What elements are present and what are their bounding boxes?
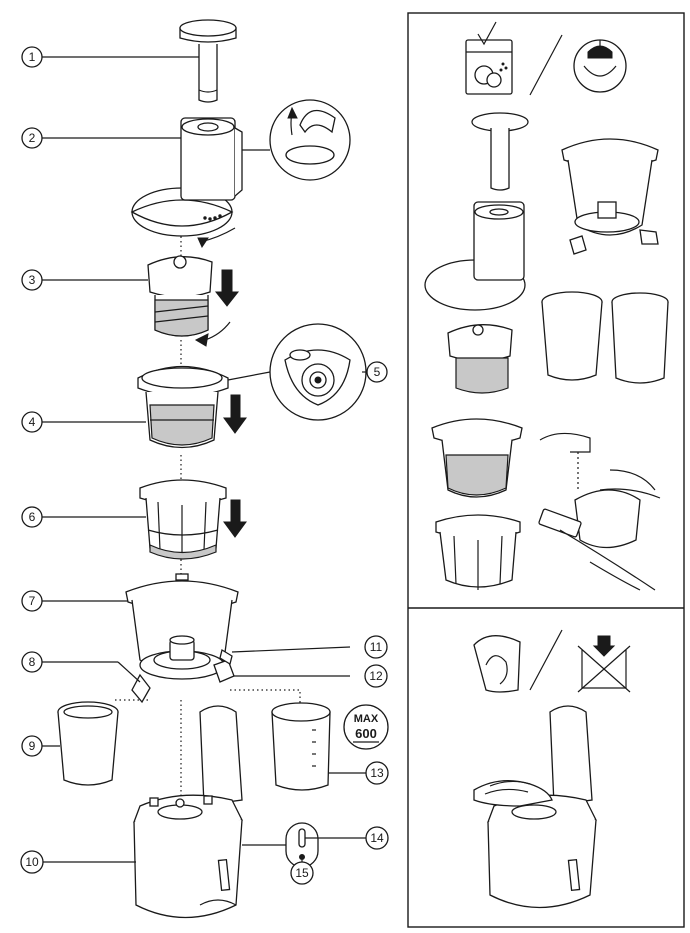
- svg-text:9: 9: [29, 739, 36, 753]
- callout-1: 1: [21, 46, 43, 68]
- icon-separator-slash: [529, 34, 563, 96]
- svg-text:5: 5: [374, 365, 381, 379]
- juice-jug: [271, 702, 331, 791]
- no-immersion-icon: [577, 635, 631, 693]
- svg-text:6: 6: [29, 510, 36, 524]
- svg-text:4: 4: [29, 415, 36, 429]
- care-pulp-container: [541, 291, 603, 381]
- svg-text:10: 10: [25, 855, 39, 869]
- pulp-outlet: [131, 673, 151, 704]
- hand-wash-bowl-icon: [573, 39, 627, 93]
- motor-base: [133, 705, 243, 919]
- max-value: 600: [355, 726, 377, 741]
- callout-8: 8: [21, 651, 43, 673]
- care-strainer: [431, 418, 523, 498]
- care-auger: [447, 324, 513, 394]
- dishwasher-icon: [465, 21, 513, 95]
- hinged-cap-inset: [269, 99, 351, 181]
- food-pusher: [179, 19, 237, 103]
- wipe-cloth-icon: [473, 635, 521, 693]
- callout-3: 3: [21, 269, 43, 291]
- feed-tube-lid: [130, 117, 243, 237]
- svg-text:13: 13: [370, 766, 384, 780]
- care-juicing-bowl: [561, 138, 659, 255]
- callout-12: 12: [364, 664, 388, 688]
- callout-13: 13: [365, 761, 389, 785]
- svg-text:1: 1: [29, 50, 36, 64]
- care-feed-lid: [424, 201, 526, 311]
- callout-2: 2: [21, 127, 43, 149]
- max-capacity-badge: MAX 600: [343, 704, 389, 750]
- svg-text:8: 8: [29, 655, 36, 669]
- callout-9: 9: [21, 735, 43, 757]
- svg-text:3: 3: [29, 273, 36, 287]
- icon-separator-slash-2: [529, 629, 563, 691]
- callout-7: 7: [21, 590, 43, 612]
- callout-6: 6: [21, 506, 43, 528]
- care-panel-frame: [407, 12, 685, 928]
- care-juice-jug: [611, 292, 669, 384]
- svg-text:12: 12: [369, 669, 383, 683]
- rotating-brush: [139, 479, 227, 560]
- auger: [147, 255, 213, 337]
- svg-text:2: 2: [29, 131, 36, 145]
- callout-10: 10: [20, 850, 44, 874]
- max-label: MAX: [354, 713, 379, 725]
- care-rotating-brush: [435, 514, 521, 590]
- strainer-detail-inset: [269, 323, 367, 421]
- callout-15: 15: [290, 861, 314, 885]
- pulp-container: [57, 701, 119, 786]
- care-pusher: [471, 112, 529, 191]
- care-rinse-scene: [538, 432, 661, 591]
- callout-14: 14: [365, 826, 389, 850]
- svg-text:7: 7: [29, 594, 36, 608]
- svg-text:14: 14: [370, 831, 384, 845]
- juicing-bowl: [125, 573, 239, 680]
- svg-text:11: 11: [370, 640, 383, 654]
- callout-11: 11: [364, 635, 388, 659]
- care-motor-base: [487, 705, 597, 909]
- svg-text:15: 15: [295, 866, 309, 880]
- fine-strainer: [137, 365, 229, 449]
- callout-4: 4: [21, 411, 43, 433]
- callout-5: 5: [366, 361, 388, 383]
- care-wiping-hand: [473, 779, 553, 807]
- juice-dotted: [230, 689, 301, 705]
